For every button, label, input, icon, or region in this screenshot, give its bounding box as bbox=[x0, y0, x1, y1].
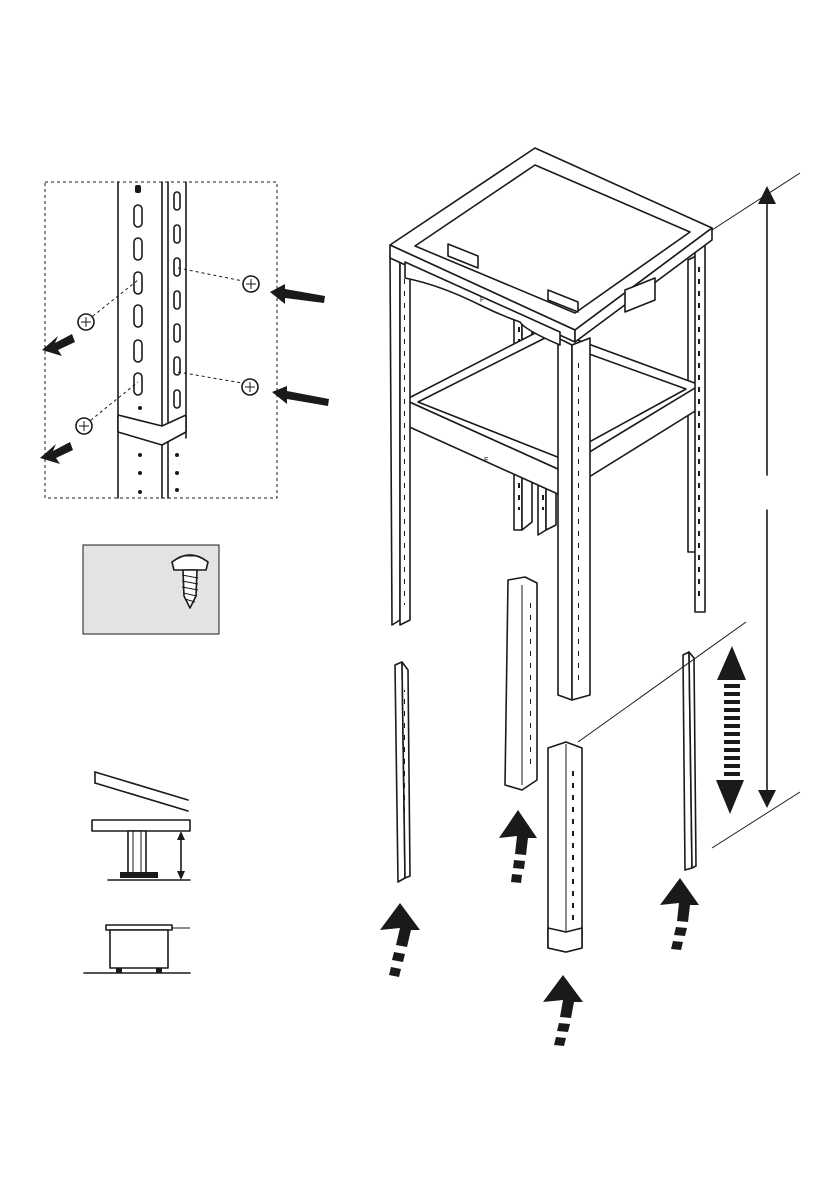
detail-inset-screw-fastening bbox=[40, 182, 329, 498]
front-left-post bbox=[390, 255, 410, 625]
stand-frame: F F bbox=[390, 148, 712, 700]
lower-frame-label: F bbox=[484, 457, 488, 464]
foot-base-detail bbox=[84, 925, 190, 973]
extension-leg-right bbox=[683, 652, 696, 870]
extension-leg-center-front bbox=[548, 742, 582, 952]
extension-leg-left bbox=[395, 662, 410, 882]
top-frame: F bbox=[390, 148, 712, 345]
extension-leg-center-rear bbox=[505, 577, 537, 790]
foot-adjustment-detail bbox=[92, 772, 190, 880]
front-right-post bbox=[695, 240, 705, 612]
push-arrow-icon bbox=[40, 284, 329, 464]
detail-post bbox=[118, 182, 186, 498]
lower-frame: F bbox=[405, 328, 700, 495]
screw-part-panel bbox=[83, 545, 219, 634]
top-frame-label: F bbox=[480, 297, 484, 304]
insert-arrow-icon bbox=[380, 810, 699, 1046]
front-center-post bbox=[558, 338, 590, 700]
height-adjust-arrow-icon bbox=[716, 646, 746, 814]
detail-inset-frame bbox=[45, 182, 277, 498]
